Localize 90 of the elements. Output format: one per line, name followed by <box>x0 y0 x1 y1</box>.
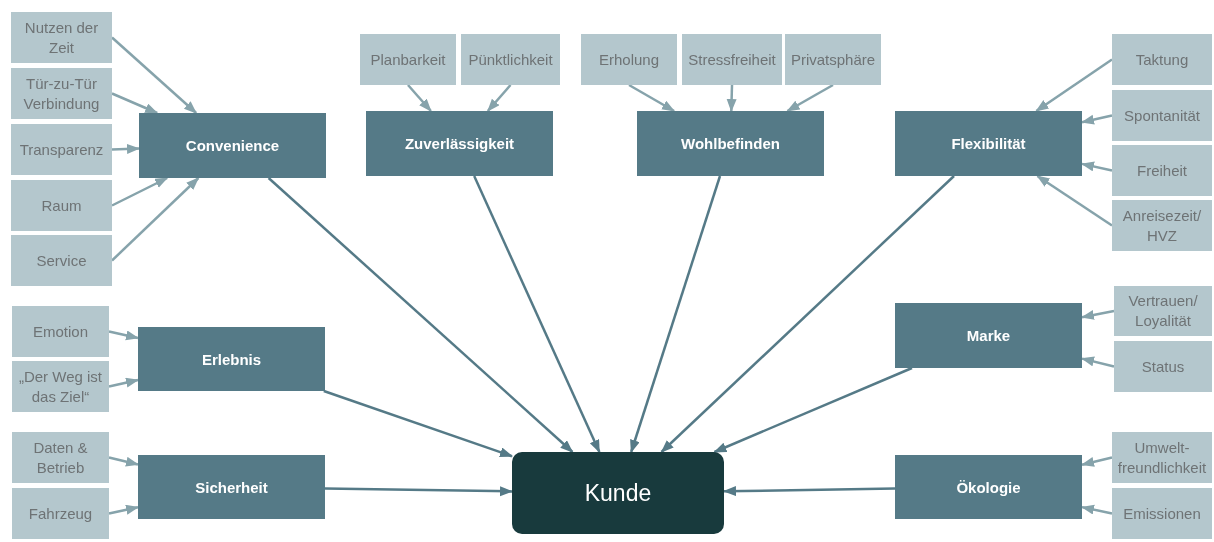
factor-box <box>12 306 109 357</box>
arrow <box>324 486 513 497</box>
category-label: Wohlbefinden <box>681 135 780 152</box>
arrow <box>108 330 139 341</box>
arrow <box>111 92 159 115</box>
factor-label: Stressfreiheit <box>688 49 776 70</box>
factor-box <box>11 235 112 286</box>
category-label: Marke <box>966 327 1011 344</box>
factor-label: Emotion <box>33 321 88 342</box>
factor-label: Tür-zu-Tür Verbindung <box>22 73 101 114</box>
factor-label: Emissionen <box>1123 503 1201 524</box>
factor-label: Pünktlichkeit <box>468 49 553 70</box>
arrow <box>726 84 737 112</box>
arrow <box>267 177 574 453</box>
factor-box <box>11 124 112 175</box>
category-label: Ökologie <box>956 478 1021 496</box>
category-box <box>138 455 325 519</box>
factor-label: Vertrauen/ Loyalität <box>1127 291 1199 331</box>
category-label: Flexibilität <box>951 135 1026 152</box>
category-box <box>139 113 326 178</box>
factor-label: Erholung <box>598 49 659 70</box>
arrow <box>111 176 169 207</box>
factor-box <box>11 12 112 63</box>
factor-label: Umwelt-freundlichkeit <box>1116 437 1208 478</box>
factor-label: Anreisezeit/ HVZ <box>1121 205 1203 246</box>
factor-box <box>1114 286 1212 336</box>
factor-box <box>461 34 560 85</box>
arrow <box>1081 456 1113 467</box>
arrow <box>407 84 432 112</box>
arrow <box>323 389 513 458</box>
factor-box <box>1112 34 1212 85</box>
arrow <box>111 177 200 262</box>
factor-box <box>1112 488 1212 539</box>
arrow <box>1081 356 1115 368</box>
arrow <box>486 84 512 112</box>
customer-label: Kunde <box>584 479 652 507</box>
factor-label: „Der Weg ist das Ziel“ <box>17 366 104 407</box>
factor-box <box>360 34 456 85</box>
category-box <box>366 111 553 176</box>
factor-label: Nutzen der Zeit <box>23 17 100 58</box>
category-box <box>637 111 824 176</box>
factor-label: Transparenz <box>19 139 104 160</box>
arrow <box>108 456 139 467</box>
category-label: Erlebnis <box>201 350 262 368</box>
arrow <box>723 486 896 497</box>
arrow <box>786 83 834 113</box>
arrow <box>1081 161 1113 172</box>
factor-label: Service <box>36 250 87 271</box>
arrow <box>1081 114 1113 125</box>
arrow <box>1081 504 1113 515</box>
category-box <box>895 303 1082 368</box>
arrow <box>1035 58 1113 113</box>
factor-label: Taktung <box>1135 49 1189 70</box>
arrow <box>108 377 139 388</box>
factor-box <box>581 34 677 85</box>
factor-label: Privatsphäre <box>790 49 876 70</box>
arrow <box>1081 309 1115 320</box>
factor-box <box>12 488 109 539</box>
arrow <box>108 504 139 515</box>
arrow <box>1036 174 1113 227</box>
factor-box <box>1112 200 1212 251</box>
category-label: Convenience <box>185 137 280 154</box>
category-box <box>895 111 1082 176</box>
arrow <box>111 144 140 154</box>
factor-box <box>11 180 112 231</box>
arrow <box>713 366 913 454</box>
factor-box <box>682 34 782 85</box>
category-box <box>138 327 325 391</box>
arrow <box>111 36 198 114</box>
category-label: Sicherheit <box>195 478 268 496</box>
factor-box <box>12 432 109 483</box>
factor-label: Freiheit <box>1137 160 1187 181</box>
arrow <box>630 175 722 453</box>
factor-box <box>11 68 112 119</box>
factor-label: Daten & Betrieb <box>32 437 89 478</box>
arrow <box>473 175 601 453</box>
factor-label: Spontanität <box>1124 105 1200 126</box>
factor-box <box>1114 341 1212 392</box>
factor-label: Raum <box>41 195 82 216</box>
category-label: Zuverlässigkeit <box>404 135 515 152</box>
customer-box <box>512 452 724 534</box>
factor-box <box>1112 145 1212 196</box>
factor-label: Status <box>1141 356 1185 377</box>
category-box <box>895 455 1082 519</box>
arrow <box>660 175 955 453</box>
factor-label: Fahrzeug <box>28 503 93 524</box>
factor-box <box>785 34 881 85</box>
arrow <box>628 83 675 113</box>
factor-label: Planbarkeit <box>370 49 446 70</box>
factor-box <box>1112 90 1212 141</box>
